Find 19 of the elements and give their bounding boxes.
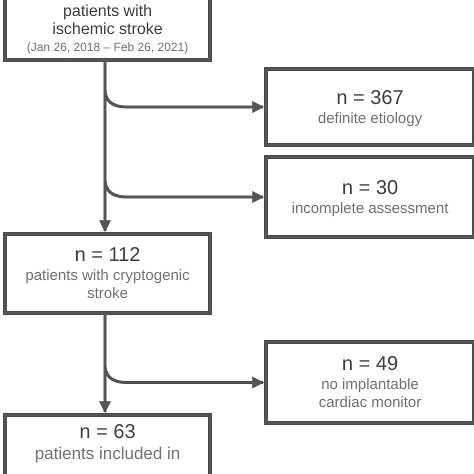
box-heading: n = 49 bbox=[342, 353, 398, 376]
box-description: patients included in bbox=[34, 444, 180, 464]
box-heading: n = 30 bbox=[342, 176, 398, 200]
box-heading: n = 112 bbox=[74, 244, 140, 267]
box-heading: patients with ischemic stroke bbox=[51, 2, 164, 40]
process-box bbox=[264, 340, 474, 425]
process-box bbox=[3, 413, 212, 474]
box-description: patients with cryptogenic stroke bbox=[24, 267, 191, 303]
box-description: incomplete assessment bbox=[292, 200, 448, 218]
arrow bbox=[99, 315, 111, 414]
process-box bbox=[3, 232, 212, 315]
box-heading: n = 63 bbox=[79, 421, 136, 444]
box-description: definite etiology bbox=[318, 110, 422, 128]
process-box bbox=[264, 67, 474, 147]
box-heading: n = 367 bbox=[336, 86, 404, 110]
process-box bbox=[3, 0, 212, 62]
box-description: no implantable cardiac monitor bbox=[318, 376, 422, 412]
box-description: (Jan 26, 2018 – Feb 26, 2021) bbox=[26, 40, 188, 54]
process-box bbox=[264, 155, 474, 239]
